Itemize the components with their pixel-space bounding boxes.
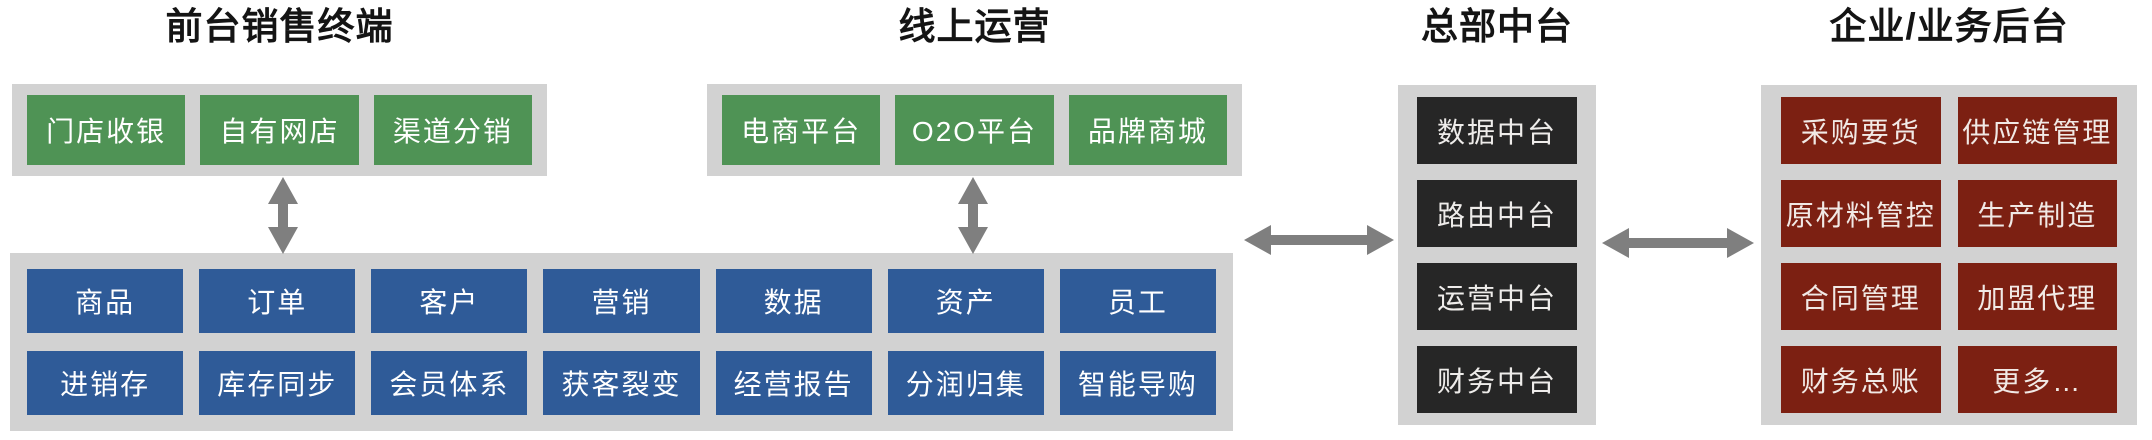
core-box: 库存同步 <box>199 351 356 415</box>
double-arrow-vertical-icon <box>958 177 988 254</box>
backend-panel: 采购要货 供应链管理 原材料管控 生产制造 合同管理 加盟代理 财务总账 更多… <box>1761 85 2137 425</box>
section-title-online-ops: 线上运营 <box>898 6 1051 47</box>
mid-platform-box: 路由中台 <box>1417 180 1577 247</box>
front-terminal-panel: 门店收银 自有网店 渠道分销 <box>12 84 547 176</box>
core-box: 获客裂变 <box>543 351 700 415</box>
business-core-panel: 商品 订单 客户 营销 数据 资产 员工 进销存 库存同步 会员体系 获客裂变 … <box>10 253 1233 431</box>
mid-platform-panel: 数据中台 路由中台 运营中台 财务中台 <box>1398 85 1596 425</box>
backend-box: 财务总账 <box>1781 346 1941 413</box>
core-box: 经营报告 <box>715 351 872 415</box>
backend-box: 原材料管控 <box>1781 180 1941 247</box>
backend-box: 生产制造 <box>1957 180 2117 247</box>
backend-box: 加盟代理 <box>1957 263 2117 330</box>
online-ops-box: O2O平台 <box>895 95 1054 165</box>
core-box: 客户 <box>371 269 528 333</box>
front-terminal-box: 渠道分销 <box>373 95 532 165</box>
double-arrow-horizontal-icon <box>1602 228 1754 258</box>
double-arrow-vertical-icon <box>268 177 298 254</box>
backend-box: 供应链管理 <box>1957 97 2117 164</box>
online-ops-box: 电商平台 <box>722 95 881 165</box>
online-ops-box: 品牌商城 <box>1068 95 1227 165</box>
core-box: 智能导购 <box>1059 351 1216 415</box>
section-title-mid-platform: 总部中台 <box>1421 6 1573 47</box>
front-terminal-box: 自有网店 <box>200 95 359 165</box>
backend-box: 合同管理 <box>1781 263 1941 330</box>
core-box: 进销存 <box>27 351 184 415</box>
core-box: 分润归集 <box>887 351 1044 415</box>
mid-platform-box: 数据中台 <box>1417 97 1577 164</box>
core-box: 数据 <box>715 269 872 333</box>
front-terminal-box: 门店收银 <box>27 95 186 165</box>
double-arrow-horizontal-icon <box>1244 225 1394 255</box>
section-title-front-terminal: 前台销售终端 <box>165 6 394 47</box>
backend-box: 更多… <box>1957 346 2117 413</box>
core-box: 订单 <box>199 269 356 333</box>
core-box: 商品 <box>27 269 184 333</box>
core-box: 营销 <box>543 269 700 333</box>
mid-platform-box: 财务中台 <box>1417 346 1577 413</box>
backend-box: 采购要货 <box>1781 97 1941 164</box>
mid-platform-box: 运营中台 <box>1417 263 1577 330</box>
core-box: 员工 <box>1059 269 1216 333</box>
section-title-backend: 企业/业务后台 <box>1829 6 2069 47</box>
online-ops-panel: 电商平台 O2O平台 品牌商城 <box>707 84 1242 176</box>
core-box: 会员体系 <box>371 351 528 415</box>
core-box: 资产 <box>887 269 1044 333</box>
